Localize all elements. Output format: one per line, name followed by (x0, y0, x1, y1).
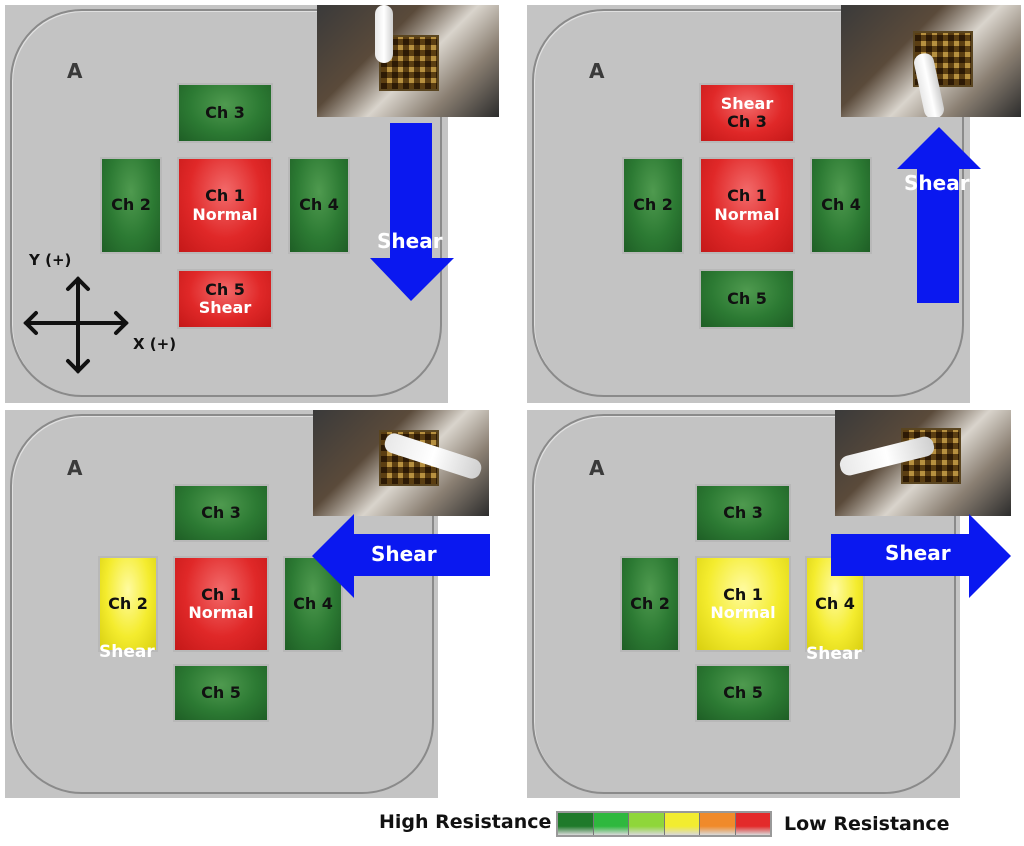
channel-4: Ch 4 (288, 157, 350, 254)
scale-swatch-5 (700, 813, 736, 835)
plate-label: A (67, 456, 83, 480)
xy-axis-icon (23, 276, 129, 374)
channel-4-label: Ch 4 (821, 195, 861, 215)
sensor-photo (313, 410, 489, 516)
channel-3-label: Ch 3 (205, 102, 245, 122)
scale-swatch-2 (593, 813, 629, 835)
channel-3: Ch 3 (695, 484, 791, 542)
channel-5: Ch 5 (699, 269, 795, 329)
channel-5-label: Ch 5 (727, 288, 767, 308)
scale-swatch-1 (558, 813, 594, 835)
channel-1-label: Ch 1 (723, 584, 763, 604)
channel-1-label: Ch 1 (727, 186, 767, 206)
shear-arrow-right (831, 514, 1011, 598)
channel-2: Ch 2 (98, 556, 158, 652)
shear-arrow-down (370, 123, 454, 301)
shear-arrow-label: Shear (904, 171, 970, 195)
channel-1: Ch 1 Normal (173, 556, 269, 652)
channel-5: Ch 5 (173, 664, 269, 722)
channel-4: Ch 4 (283, 556, 343, 652)
panel-shear-left: A Ch 3 Ch 2 Shear Ch 1 Normal Ch 4 Ch 5 … (5, 410, 490, 798)
channel-5: Ch 5 Shear (177, 269, 273, 329)
shear-arrow-label: Shear (885, 541, 951, 565)
channel-5: Ch 5 (695, 664, 791, 722)
plate-label: A (67, 59, 83, 83)
sensor-photo (317, 5, 499, 117)
channel-1: Ch 1 Normal (177, 157, 273, 254)
legend-low-resistance: Low Resistance (784, 813, 950, 835)
plate-label: A (589, 59, 605, 83)
shear-arrow-up (897, 127, 981, 303)
shear-arrow-label: Shear (377, 229, 443, 253)
channel-4-state: Shear (806, 644, 862, 664)
channel-2-label: Ch 2 (633, 195, 673, 215)
scale-swatch-3 (629, 813, 665, 835)
channel-2-label: Ch 2 (111, 195, 151, 215)
channel-5-label: Ch 5 (205, 279, 245, 299)
stylus-image (375, 5, 393, 63)
channel-5-state: Shear (198, 298, 252, 317)
channel-3: Ch 3 (177, 83, 273, 143)
channel-2: Ch 2 (100, 157, 162, 254)
channel-2-label: Ch 2 (108, 593, 148, 613)
scale-swatch-4 (664, 813, 700, 835)
channel-4-label: Ch 4 (293, 593, 333, 613)
channel-3: Shear Ch 3 (699, 83, 795, 143)
sensor-photo (841, 5, 1021, 117)
channel-4: Ch 4 (810, 157, 872, 254)
channel-4-label: Ch 4 (299, 195, 339, 215)
channel-2-label: Ch 2 (630, 593, 670, 613)
channel-3-label: Ch 3 (201, 502, 241, 522)
channel-1-state: Normal (192, 204, 258, 224)
channel-2: Ch 2 (620, 556, 680, 652)
channel-1-label: Ch 1 (201, 584, 241, 604)
shear-arrow-label: Shear (371, 542, 437, 566)
channel-1-state: Normal (188, 603, 254, 622)
shear-arrow-left (312, 514, 490, 598)
channel-1-label: Ch 1 (205, 186, 245, 206)
legend-high-resistance: High Resistance (379, 811, 552, 833)
x-axis-label: X (+) (133, 335, 177, 353)
scale-swatch-6 (735, 813, 770, 835)
channel-4-label: Ch 4 (815, 593, 855, 613)
channel-5-label: Ch 5 (723, 682, 763, 702)
panel-shear-right: A Ch 3 Ch 2 Ch 1 Normal Ch 4 Shear Ch 5 … (527, 410, 1011, 798)
sensor-photo (835, 410, 1011, 516)
panel-shear-up: A Shear Ch 3 Ch 2 Ch 1 Normal Ch 4 Ch 5 … (527, 5, 1021, 403)
plate-label: A (589, 456, 605, 480)
y-axis-label: Y (+) (29, 251, 72, 269)
channel-1-state: Normal (710, 603, 776, 622)
channel-2-state: Shear (99, 642, 155, 662)
channel-3-label: Ch 3 (727, 112, 767, 131)
panel-shear-down: A Ch 3 Ch 2 Ch 1 Normal Ch 4 Ch 5 Shear … (5, 5, 499, 403)
channel-3: Ch 3 (173, 484, 269, 542)
channel-1: Ch 1 Normal (695, 556, 791, 652)
channel-2: Ch 2 (622, 157, 684, 254)
channel-5-label: Ch 5 (201, 682, 241, 702)
channel-1-state: Normal (714, 204, 780, 224)
channel-3-label: Ch 3 (723, 502, 763, 522)
channel-1: Ch 1 Normal (699, 157, 795, 254)
channel-4: Ch 4 (805, 556, 865, 652)
resistance-color-scale (556, 811, 772, 837)
channel-3-state: Shear (720, 93, 774, 113)
